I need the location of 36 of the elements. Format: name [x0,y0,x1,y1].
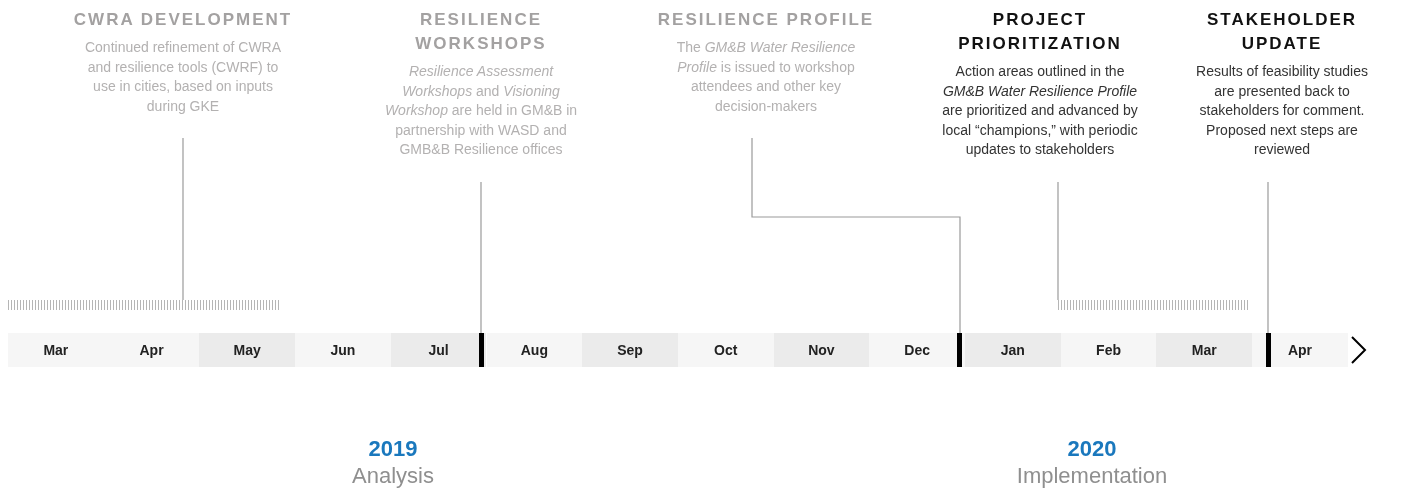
milestone-title: CWRA DEVELOPMENT [72,9,294,31]
year-label: 2020 [1067,436,1117,462]
month-cell: May [199,333,296,367]
month-cell: Sep [582,333,678,367]
leader-line [751,137,961,334]
milestone-description: Continued refinement of CWRA and resilience tools (CWRF) to use in cities, based on inputs during GKE [83,38,283,116]
milestone-tick [479,333,484,367]
month-cell: Oct [677,333,774,367]
milestone-tick [957,333,962,367]
milestone-title: STAKEHOLDER UPDATE [1205,9,1359,55]
leader-line [480,181,482,334]
month-cell: Nov [773,333,870,367]
milestone-description: Results of feasibility studies are presented back to stakeholders for comment. Proposed next steps are reviewed [1195,62,1369,159]
month-cell: Mar [8,333,104,367]
milestone-tick [1266,333,1271,367]
phase-label: Implementation [1016,463,1168,489]
milestone-title: PROJECT PRIORITIZATION [957,9,1123,55]
milestone-description: The GM&B Water Resilience Profile is issued to workshop attendees and other key decision-makers [675,38,857,116]
month-cell: Jan [965,333,1061,367]
month-cell: Mar [1156,333,1253,367]
month-cell: Apr [1252,333,1348,367]
milestone-title: RESILIENCE WORKSHOPS [414,9,548,55]
milestone-description: Resilience Assessment Workshops and Visioning Workshop are held in GM&B in partnership with WASD and GMB&B Resilience offices [383,62,579,159]
month-cell: Dec [869,333,965,367]
month-cell: Apr [103,333,200,367]
phase-label: Analysis [352,463,434,489]
milestone-description: Action areas outlined in the GM&B Water Resilience Profile are prioritized and advanced by local “champions,” with periodic updates to stakeholders [941,62,1139,159]
month-cell: Aug [486,333,583,367]
milestone-title: RESILIENCE PROFILE [656,9,876,31]
year-label: 2019 [368,436,418,462]
leader-line [1267,181,1269,334]
leader-line [1057,181,1059,301]
month-cell: Jun [295,333,391,367]
month-cell: Feb [1060,333,1157,367]
month-cell: Jul [390,333,487,367]
leader-line [182,137,184,301]
